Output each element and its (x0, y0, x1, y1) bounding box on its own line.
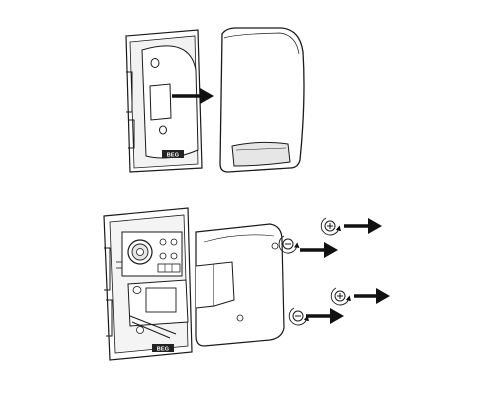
brand-badge-step-1 (162, 150, 184, 158)
lower-mechanism (127, 279, 189, 339)
screw-icon (292, 310, 304, 322)
arrow-right-icon (306, 308, 344, 324)
base-plate-step-1: BEG (125, 29, 203, 173)
rotate-counterclockwise-icon (330, 287, 352, 306)
screw-icon (324, 220, 336, 232)
brand-badge-step-2 (152, 344, 174, 352)
front-cover-step-1 (219, 27, 305, 173)
arrow-right-icon (354, 288, 390, 304)
screw-icon (282, 238, 294, 250)
lower-screw-assembly (288, 287, 390, 326)
brand-badge-text-step-2: BEG (157, 346, 170, 352)
electronic-module (195, 223, 285, 347)
screw-icon (334, 290, 346, 302)
rotate-counterclockwise-icon (288, 307, 310, 326)
step-1-cover-removal: BEG (125, 27, 305, 173)
step-2-screw-removal: BEG (103, 207, 390, 361)
arrow-right-icon (300, 242, 338, 258)
rotate-counterclockwise-icon (320, 217, 342, 236)
terminal-block (116, 231, 183, 277)
arrow-right-icon (172, 88, 214, 104)
base-plate-step-2: BEG (103, 207, 193, 361)
rotate-counterclockwise-icon (278, 235, 300, 254)
arrow-right-icon (344, 218, 382, 234)
upper-screw-assembly (278, 217, 382, 258)
brand-badge-text-step-1: BEG (167, 152, 180, 158)
